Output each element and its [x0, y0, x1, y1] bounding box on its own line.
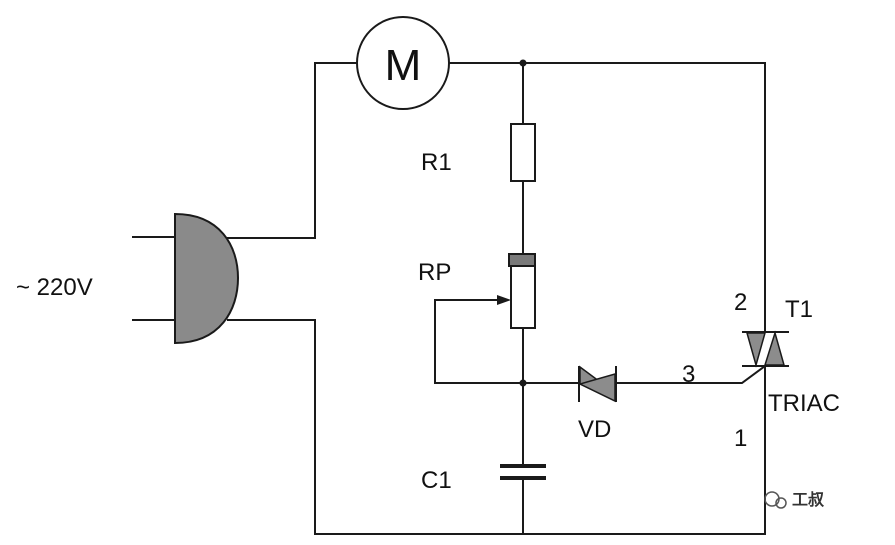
- r1-label: R1: [421, 149, 452, 176]
- wire-motor-to-triac: [448, 62, 766, 333]
- junction-dot-top: [519, 59, 527, 67]
- resistor-r1-icon: [510, 123, 536, 182]
- source-voltage-label: ~ 220V: [16, 274, 93, 301]
- potentiometer-rp-icon: [510, 265, 536, 329]
- pin-2-label: 2: [734, 289, 747, 316]
- triac-t1-icon: [742, 330, 789, 368]
- potentiometer-cap-icon: [508, 253, 536, 267]
- diac-vd-icon: [577, 365, 617, 403]
- watermark-text: 工叔: [792, 490, 825, 509]
- pin-3-label: 3: [682, 361, 695, 388]
- wires: [132, 62, 767, 535]
- wire-bottom-rail: [227, 319, 766, 535]
- rp-label: RP: [418, 259, 451, 286]
- vd-label: VD: [578, 416, 611, 443]
- pin-1-label: 1: [734, 425, 747, 452]
- t1-label: T1: [785, 296, 813, 323]
- c1-label: C1: [421, 467, 452, 494]
- wire-wiper-loop: [434, 299, 499, 384]
- wire-diode-gate: [616, 364, 767, 384]
- motor-icon: [356, 16, 450, 110]
- watermark: 工叔: [764, 490, 825, 509]
- wiper-arrow-icon: [497, 295, 511, 305]
- motor-label: M: [385, 41, 422, 90]
- triac-label: TRIAC: [768, 390, 840, 417]
- wire-plug-to-motor: [227, 62, 358, 239]
- power-plug-icon: [174, 212, 240, 345]
- junction-dot-middle: [519, 379, 527, 387]
